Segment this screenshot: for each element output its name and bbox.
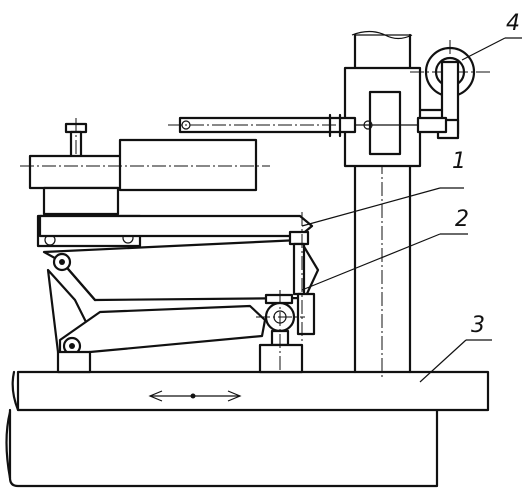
callout-1: 1: [452, 149, 466, 174]
callout-2: 2: [455, 207, 469, 232]
upper-plate: [36, 214, 314, 248]
callout-3: 3: [471, 313, 485, 338]
callout-4: 4: [506, 11, 520, 36]
lever-frame: [42, 238, 320, 374]
double-headed-arrow-icon: [148, 390, 242, 402]
horizontal-arm: [168, 113, 448, 138]
upper-housing: [20, 118, 270, 216]
measuring-rod: [288, 212, 316, 360]
leader-lines: [301, 37, 522, 383]
dial-indicator: [256, 290, 305, 374]
base-table: [5, 370, 490, 488]
